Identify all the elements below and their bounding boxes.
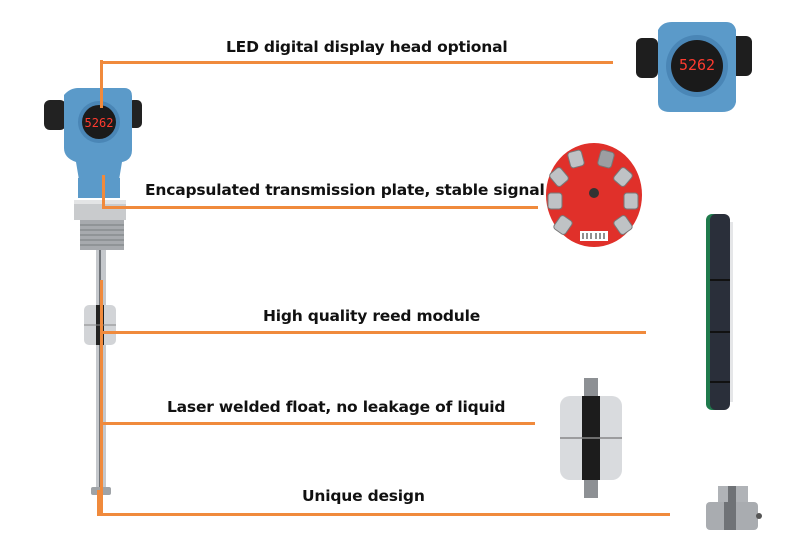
feature-label-reed-module: High quality reed module: [263, 307, 481, 325]
callout-line-float: [100, 422, 535, 425]
end-stop-image: [706, 486, 762, 530]
feature-label-transmission-plate: Encapsulated transmission plate, stable …: [145, 181, 545, 199]
svg-text:5262: 5262: [85, 116, 114, 130]
callout-line-main-vertical: [100, 280, 103, 516]
callout-line-end-vertical: [97, 490, 100, 515]
display-head-image: 5262: [636, 22, 752, 112]
callout-line-plate: [102, 206, 538, 209]
float-image: [560, 378, 622, 498]
svg-text:5262: 5262: [679, 56, 715, 74]
callout-line-end: [97, 513, 670, 516]
callout-line-display: [100, 61, 613, 64]
callout-line-reed: [100, 331, 646, 334]
reed-module-image: [706, 214, 733, 410]
feature-label-float: Laser welded float, no leakage of liquid: [167, 398, 506, 416]
transmission-plate-image: [546, 143, 642, 247]
callout-line-plate-vertical: [102, 175, 105, 209]
feature-label-display-head: LED digital display head optional: [226, 38, 508, 56]
callout-line-display-vertical: [100, 60, 103, 108]
feature-label-unique-design: Unique design: [302, 487, 425, 505]
